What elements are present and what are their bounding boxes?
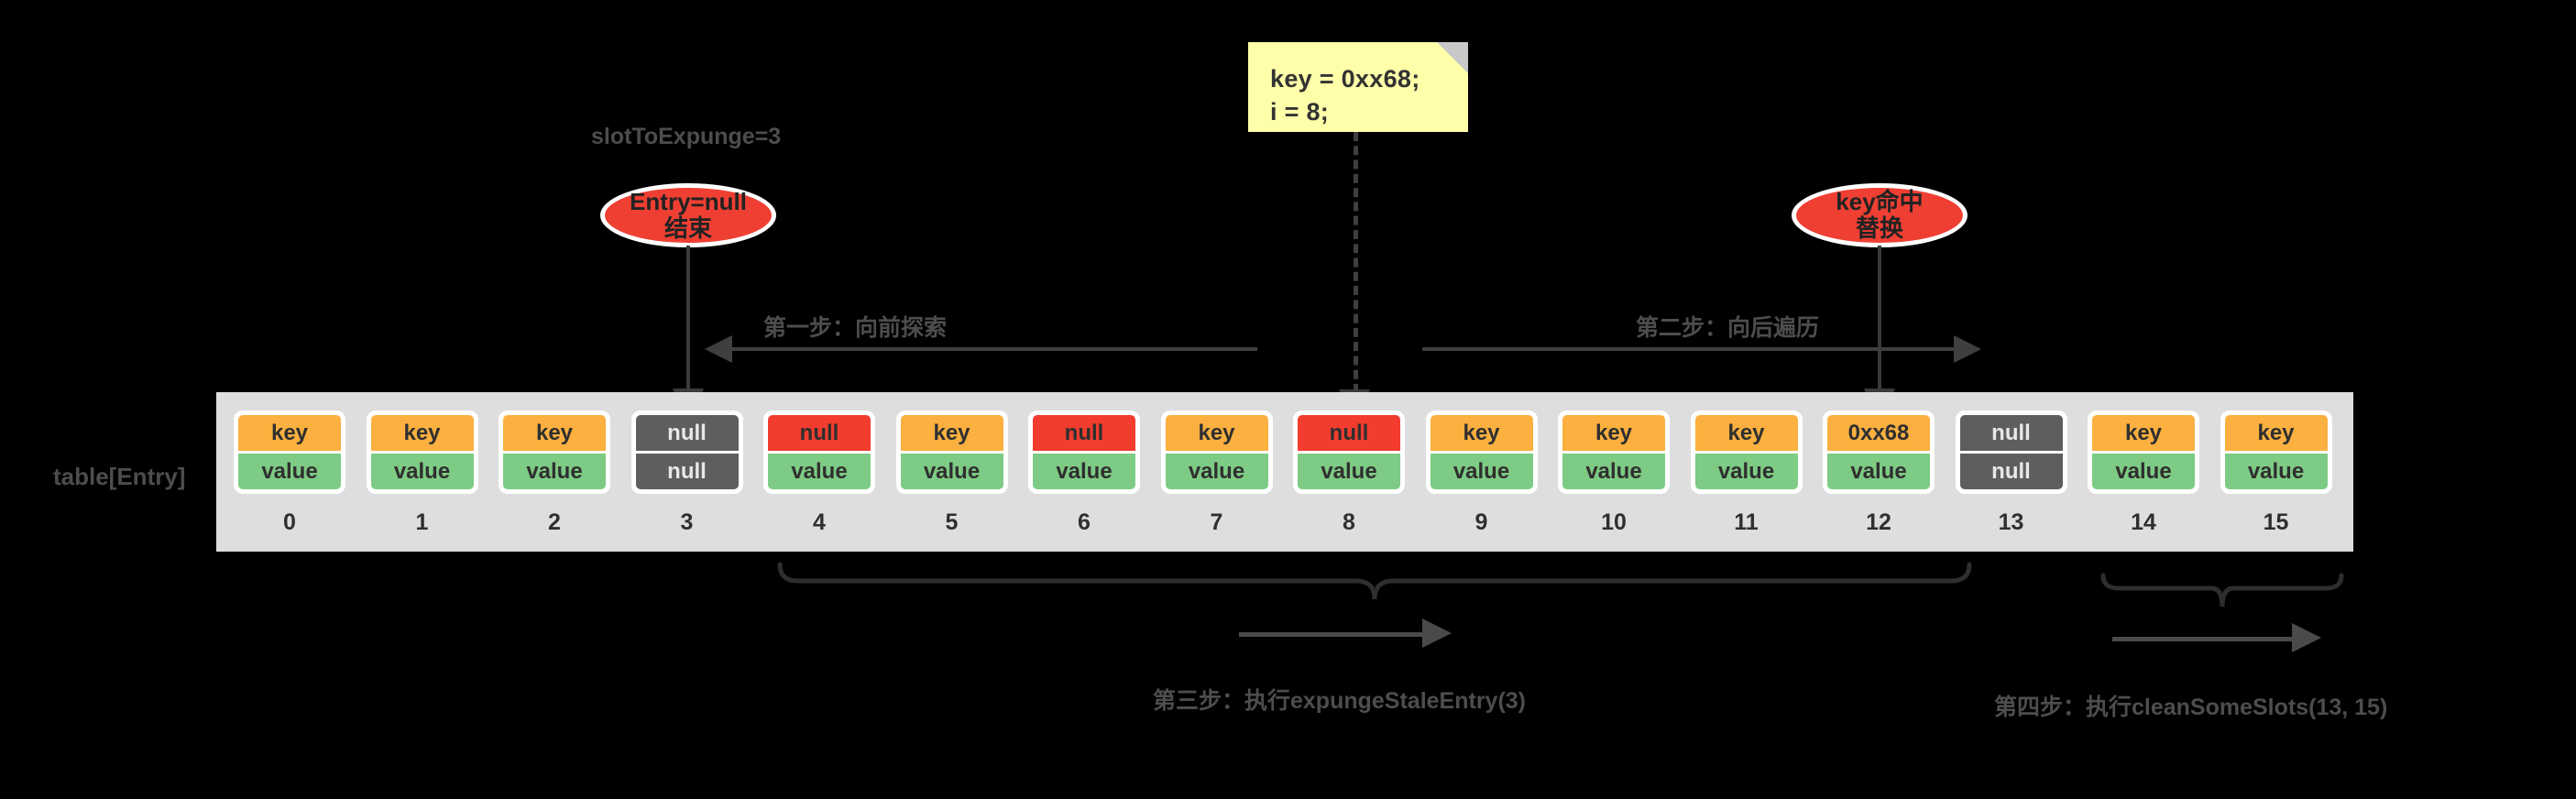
cell-index-0: 0 (283, 509, 296, 535)
step-4-arrow-line (2112, 637, 2292, 641)
cell-key-5: key (900, 415, 1003, 451)
cell-value-12: value (1827, 451, 1930, 489)
step-3-range-brace (774, 555, 1975, 619)
arrow-left-icon (705, 335, 732, 363)
cell-index-11: 11 (1734, 509, 1759, 535)
cell-key-13: null (1959, 415, 2063, 451)
cell-key-10: key (1562, 415, 1665, 451)
cell-key-15: key (2224, 415, 2328, 451)
cell-index-5: 5 (945, 509, 959, 535)
callout-entry-null-connector (686, 246, 690, 400)
cell-index-10: 10 (1601, 509, 1627, 535)
cell-value-5: value (900, 451, 1003, 489)
cell-index-9: 9 (1474, 509, 1488, 535)
arrow-right-icon (2292, 623, 2321, 652)
cell-value-0: value (238, 451, 341, 489)
sticky-note: key = 0xx68; i = 8; (1248, 42, 1468, 132)
step-3-arrow-line (1239, 632, 1422, 637)
cell-value-7: value (1165, 451, 1268, 489)
cell-index-13: 13 (1998, 509, 2024, 535)
step-2-arrow-line (1422, 347, 1954, 351)
cell-key-3: null (635, 415, 739, 451)
cell-value-13: null (1959, 451, 2063, 489)
callout-entry-null: Entry=null 结束 (600, 183, 776, 247)
callout-entry-null-line-1: Entry=null (630, 187, 747, 215)
cell-value-8: value (1298, 451, 1400, 489)
step-1-arrow-line (732, 347, 1257, 351)
callout-key-hit-line-1: key命中 (1836, 187, 1924, 215)
cell-value-10: value (1562, 451, 1665, 489)
note-line-1: key = 0xx68; (1270, 65, 1420, 93)
callout-key-hit-connector (1878, 246, 1881, 400)
cell-key-1: key (370, 415, 474, 451)
cell-index-14: 14 (2131, 509, 2156, 535)
cell-value-11: value (1694, 451, 1798, 489)
cell-value-3: null (635, 451, 739, 489)
callout-entry-null-line-2: 结束 (663, 214, 712, 242)
cell-value-6: value (1033, 451, 1135, 489)
cell-index-8: 8 (1343, 509, 1355, 535)
note-fold-corner (1437, 42, 1468, 73)
step-3-label: 第三步：执行expungeStaleEntry(3) (1153, 688, 1527, 714)
cell-index-7: 7 (1210, 509, 1223, 535)
cell-key-0: key (238, 415, 341, 451)
step-1-label: 第一步：向前探索 (763, 315, 948, 341)
cell-key-2: key (503, 415, 606, 451)
table-entry-label: table[Entry] (53, 463, 186, 490)
cell-key-11: key (1694, 415, 1798, 451)
step-2-label: 第二步：向后遍历 (1636, 315, 1820, 341)
cell-index-1: 1 (415, 509, 429, 535)
step-4-label: 第四步：执行cleanSomeSlots(13, 15) (1994, 695, 2388, 720)
cell-index-2: 2 (548, 509, 561, 535)
cell-index-6: 6 (1078, 509, 1091, 535)
cell-index-3: 3 (680, 509, 694, 535)
cell-key-14: key (2092, 415, 2195, 451)
cell-value-1: value (370, 451, 474, 489)
cell-value-4: value (768, 451, 871, 489)
cell-value-15: value (2224, 451, 2328, 489)
note-pointer-dashed-line (1354, 132, 1358, 393)
step-4-range-brace (2099, 568, 2346, 623)
cell-index-15: 15 (2263, 509, 2289, 535)
cell-key-6: null (1033, 415, 1135, 451)
slot-to-expunge-label: slotToExpunge=3 (591, 124, 782, 149)
callout-key-hit-line-2: 替换 (1855, 214, 1903, 242)
cell-value-9: value (1430, 451, 1533, 489)
callout-key-hit: key命中 替换 (1792, 183, 1968, 247)
cell-key-7: key (1165, 415, 1268, 451)
arrow-right-icon (1422, 618, 1452, 648)
cell-value-14: value (2092, 451, 2195, 489)
cell-index-12: 12 (1866, 509, 1891, 535)
cell-key-8: null (1298, 415, 1400, 451)
arrow-right-icon (1954, 335, 1981, 363)
cell-index-4: 4 (813, 509, 826, 535)
cell-key-4: null (768, 415, 871, 451)
cell-value-2: value (503, 451, 606, 489)
note-line-2: i = 8; (1270, 98, 1330, 126)
cell-key-9: key (1430, 415, 1533, 451)
cell-key-12: 0xx68 (1827, 415, 1930, 451)
